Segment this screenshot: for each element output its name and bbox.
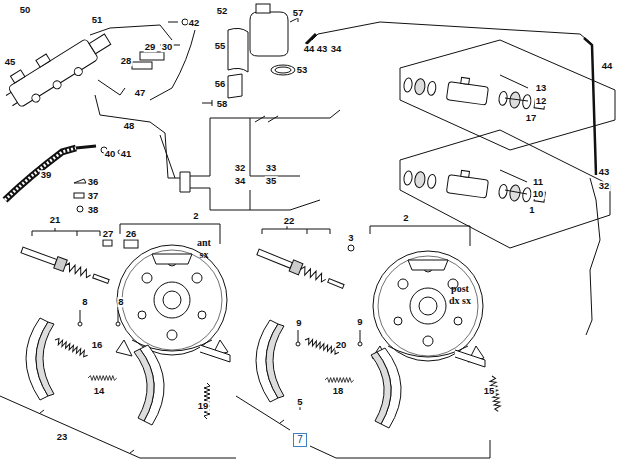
callout-number: 18 xyxy=(332,386,345,396)
callout-number: 9 xyxy=(356,317,363,327)
callout-number: 15 xyxy=(483,386,496,396)
callout-number: 2 xyxy=(192,211,199,221)
callout-box: 7 xyxy=(293,433,307,447)
callout-number: 43 xyxy=(598,167,611,177)
callout-number: 2 xyxy=(402,213,409,223)
callout-number: 41 xyxy=(120,149,133,159)
callout-number: 57 xyxy=(292,8,305,18)
callout-number: 28 xyxy=(120,56,133,66)
callout-number: 3 xyxy=(347,233,354,243)
callout-number: 45 xyxy=(4,57,17,67)
callout-number: 32 xyxy=(234,163,247,173)
callout-number: 47 xyxy=(134,88,147,98)
callout-number: 8 xyxy=(117,297,124,307)
callout-number: 29 xyxy=(144,42,157,52)
callout-number: 27 xyxy=(102,229,115,239)
callout-number: 51 xyxy=(91,15,104,25)
callout-number: 7 xyxy=(297,435,303,445)
callout-number: 21 xyxy=(49,215,62,225)
callout-number: 33 xyxy=(265,163,278,173)
callout-number: 5 xyxy=(296,397,303,407)
callout-number: 23 xyxy=(56,432,69,442)
callout-number: 9 xyxy=(295,318,302,328)
callout-number: 50 xyxy=(19,5,32,15)
position-label: post dx sx xyxy=(444,283,476,306)
callout-number: 48 xyxy=(123,121,136,131)
callout-number: 42 xyxy=(188,18,201,28)
callout-number: 22 xyxy=(283,216,296,226)
position-label: ant sx xyxy=(194,237,214,260)
callout-number: 34 xyxy=(330,44,343,54)
callout-number: 12 xyxy=(535,96,548,106)
callout-number: 13 xyxy=(535,83,548,93)
callout-number: 19 xyxy=(197,401,210,411)
callout-number: 16 xyxy=(91,340,104,350)
callout-number: 36 xyxy=(87,177,100,187)
callout-number: 39 xyxy=(40,170,53,180)
callout-number: 32 xyxy=(598,181,611,191)
callout-number: 38 xyxy=(87,205,100,215)
callout-number: 14 xyxy=(93,386,106,396)
callout-number: 26 xyxy=(125,229,138,239)
callout-number: 40 xyxy=(104,149,117,159)
callout-number: 34 xyxy=(234,176,247,186)
callout-number: 53 xyxy=(296,65,309,75)
callout-number: 44 xyxy=(303,44,316,54)
callout-number: 1 xyxy=(528,205,535,215)
callout-number: 10 xyxy=(532,189,545,199)
callout-number: 43 xyxy=(316,44,329,54)
callout-number: 52 xyxy=(216,6,229,16)
callout-number: 8 xyxy=(81,297,88,307)
callout-number: 17 xyxy=(525,113,538,123)
callout-number: 11 xyxy=(532,177,544,187)
callout-number: 20 xyxy=(335,340,348,350)
callout-number: 56 xyxy=(214,79,227,89)
callout-number: 58 xyxy=(216,99,229,109)
callout-number: 44 xyxy=(601,61,614,71)
callout-number: 35 xyxy=(265,176,278,186)
callout-number: 30 xyxy=(161,42,174,52)
callout-number: 37 xyxy=(87,191,100,201)
callout-number: 55 xyxy=(214,41,227,51)
